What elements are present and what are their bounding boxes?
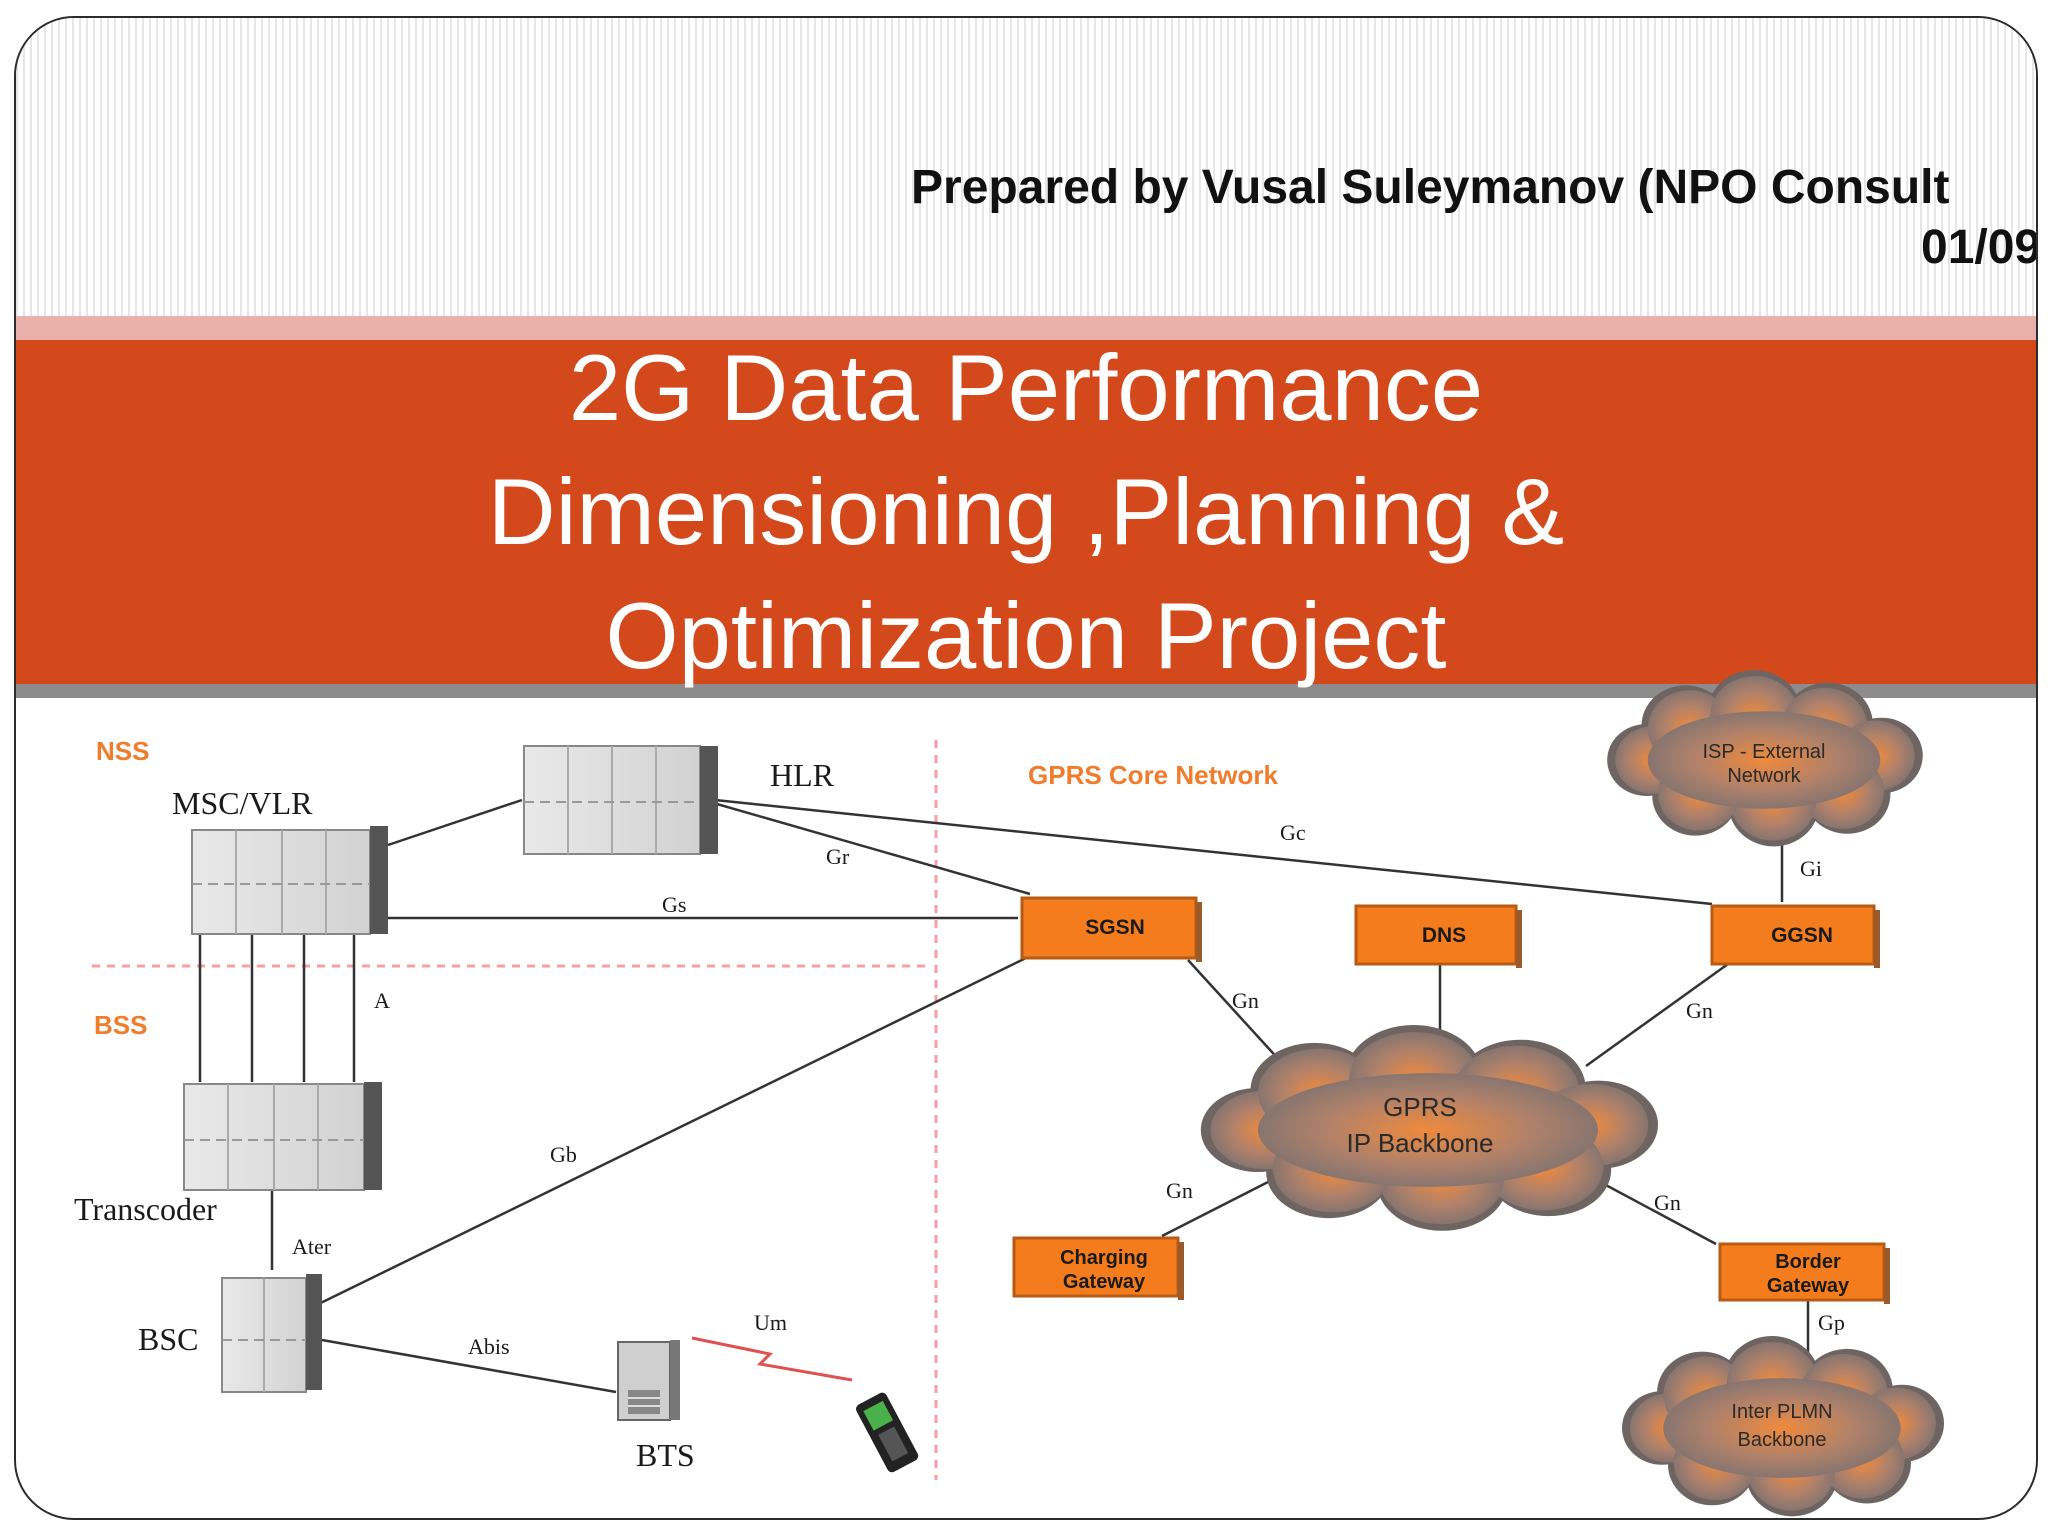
gc-interface-label: Gc <box>1280 820 1306 845</box>
plmn-cloud-label-2: Backbone <box>1738 1429 1827 1451</box>
gr-link <box>695 796 1031 896</box>
mobile-phone-icon <box>856 1392 919 1473</box>
title-underline-bar <box>16 684 2036 698</box>
border-gateway-label-2: Gateway <box>1767 1275 1850 1297</box>
gprs-core-section-label: GPRS Core Network <box>1028 760 1278 790</box>
msc-hlr-link <box>387 798 523 847</box>
gp-interface-label: Gp <box>1818 1310 1845 1335</box>
gprs-cloud-label-1: GPRS <box>1383 1092 1457 1122</box>
hlr-label: HLR <box>770 757 835 793</box>
gn-ggsn-link <box>1585 962 1729 1068</box>
border-gateway-label-1: Border <box>1775 1251 1841 1273</box>
gs-interface-label: Gs <box>662 892 686 917</box>
hlr-rack <box>523 745 718 855</box>
transcoder-label: Transcoder <box>74 1191 217 1227</box>
dns-label: DNS <box>1422 924 1466 947</box>
gr-interface-label: Gr <box>826 844 850 869</box>
msc-vlr-rack <box>191 826 388 935</box>
sgsn-label: SGSN <box>1085 916 1145 939</box>
charging-gateway-label-1: Charging <box>1060 1247 1148 1269</box>
msc-vlr-label: MSC/VLR <box>172 785 313 821</box>
border-gateway-box: Border Gateway <box>1718 1242 1890 1304</box>
charging-gateway-label-2: Gateway <box>1063 1271 1146 1293</box>
slide-title-line-2: Dimensioning ,Planning & <box>487 459 1565 564</box>
header-stripes <box>16 18 2036 318</box>
slide-title-line-3: Optimization Project <box>605 583 1447 688</box>
slide-title-line-1: 2G Data Performance <box>568 335 1484 440</box>
gb-link <box>289 954 1031 1320</box>
ater-interface-label: Ater <box>292 1234 332 1259</box>
um-interface-label: Um <box>754 1310 787 1335</box>
isp-cloud-label-2: Network <box>1727 765 1801 787</box>
ggsn-label: GGSN <box>1771 924 1833 947</box>
prepared-by-text: Prepared by Vusal Suleymanov (NPO Consul… <box>911 158 2038 278</box>
sgsn-box: SGSN <box>1020 896 1202 962</box>
bts-cabinet <box>617 1340 680 1421</box>
gc-link <box>695 796 1713 906</box>
title-accent-bar <box>16 316 2036 340</box>
bsc-rack <box>221 1274 322 1393</box>
dns-box: DNS <box>1354 904 1522 968</box>
a-interface-label: A <box>374 988 390 1013</box>
bsc-label: BSC <box>138 1321 198 1357</box>
nss-section-label: NSS <box>96 736 149 766</box>
gb-interface-label: Gb <box>550 1142 577 1167</box>
gn-sgsn-interface-label: Gn <box>1232 988 1259 1013</box>
gn-charging-interface-label: Gn <box>1166 1178 1193 1203</box>
connection-lines <box>198 796 1810 1394</box>
gi-interface-label: Gi <box>1800 856 1822 881</box>
charging-gateway-box: Charging Gateway <box>1012 1236 1184 1300</box>
prepared-by-date: 01/09 <box>1921 221 2038 274</box>
gn-charging-link <box>1161 1180 1269 1238</box>
title-banner <box>16 340 2036 684</box>
gn-border-interface-label: Gn <box>1654 1190 1681 1215</box>
bts-label: BTS <box>636 1437 695 1473</box>
abis-link <box>321 1338 617 1394</box>
gprs-ip-backbone-cloud: GPRS IP Backbone <box>1200 1025 1659 1231</box>
isp-cloud-label-1: ISP - External <box>1702 741 1825 763</box>
um-radio-link <box>691 1336 853 1382</box>
bss-section-label: BSS <box>94 1010 147 1040</box>
slide-title: 2G Data Performance Dimensioning ,Planni… <box>16 335 2036 688</box>
ggsn-box: GGSN <box>1710 904 1880 968</box>
prepared-by-line-1: Prepared by Vusal Suleymanov (NPO Consul… <box>911 161 1950 214</box>
gprs-cloud-label-2: IP Backbone <box>1347 1128 1494 1158</box>
plmn-cloud-label-1: Inter PLMN <box>1731 1401 1832 1423</box>
transcoder-rack <box>183 1082 382 1191</box>
inter-plmn-backbone-cloud: Inter PLMN Backbone <box>1622 1336 1944 1517</box>
abis-interface-label: Abis <box>468 1334 510 1359</box>
isp-external-network-cloud: ISP - External Network <box>1607 670 1923 847</box>
gn-ggsn-interface-label: Gn <box>1686 998 1713 1023</box>
